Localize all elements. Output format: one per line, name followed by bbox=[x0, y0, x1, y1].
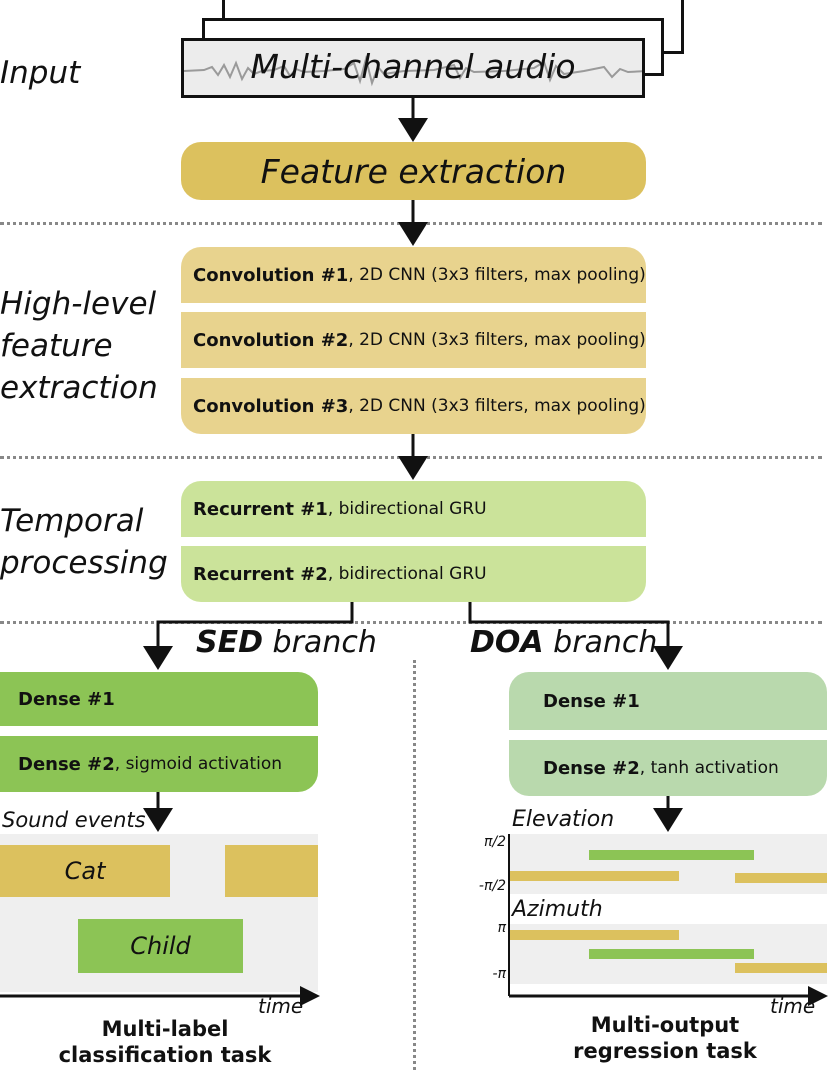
event-child-label: Child bbox=[130, 932, 191, 960]
stage-label-input: Input bbox=[0, 55, 81, 91]
arrow-doa-dense-to-plot bbox=[653, 796, 683, 832]
event-child-bar: Child bbox=[78, 919, 243, 973]
sed-branch-rest: branch bbox=[263, 625, 377, 660]
elevation-track-yellow-2 bbox=[735, 873, 827, 883]
recurrent-1-title: Recurrent #1 bbox=[193, 498, 328, 520]
stage-label-temporal: Temporal processing bbox=[0, 500, 168, 584]
recurrent-1-desc: , bidirectional GRU bbox=[327, 499, 487, 519]
doa-dense-1: Dense #1 bbox=[509, 672, 827, 730]
event-cat-label: Cat bbox=[64, 857, 106, 885]
elevation-label: Elevation bbox=[512, 807, 615, 832]
sed-dense-2-desc: , sigmoid activation bbox=[114, 754, 283, 774]
sed-task-label: Multi-label classification task bbox=[20, 1016, 310, 1068]
recurrent-2-desc: , bidirectional GRU bbox=[327, 564, 487, 584]
conv-2-desc: , 2D CNN (3x3 filters, max pooling) bbox=[348, 330, 646, 350]
elevation-plot-area bbox=[509, 834, 827, 894]
stage-label-line: feature bbox=[0, 328, 113, 364]
sed-dense-2: Dense #2, sigmoid activation bbox=[0, 736, 318, 792]
conv-block-3: Convolution #3, 2D CNN (3x3 filters, max… bbox=[181, 378, 646, 434]
waveform-icon bbox=[184, 55, 642, 87]
recurrent-2-title: Recurrent #2 bbox=[193, 563, 328, 585]
event-cat-bar-2 bbox=[225, 845, 318, 897]
recurrent-block-2: Recurrent #2, bidirectional GRU bbox=[181, 546, 646, 602]
conv-3-desc: , 2D CNN (3x3 filters, max pooling) bbox=[348, 396, 646, 416]
sed-task-line: classification task bbox=[58, 1043, 272, 1067]
arrow-audio-to-feature bbox=[398, 98, 428, 142]
sed-dense-1-title: Dense #1 bbox=[18, 688, 115, 710]
azimuth-tick-top: π bbox=[497, 920, 506, 936]
sed-time-label: time bbox=[258, 994, 304, 1018]
event-cat-bar: Cat bbox=[0, 845, 170, 897]
conv-block-2: Convolution #2, 2D CNN (3x3 filters, max… bbox=[181, 312, 646, 368]
stage-label-line: High-level bbox=[0, 286, 157, 322]
conv-3-title: Convolution #3 bbox=[193, 395, 349, 417]
sed-dense-1: Dense #1 bbox=[0, 672, 318, 726]
elevation-track-green bbox=[589, 850, 754, 860]
sound-events-label: Sound events bbox=[2, 808, 146, 832]
elevation-tick-bottom: -π/2 bbox=[478, 878, 506, 894]
feature-extraction-label: Feature extraction bbox=[260, 151, 567, 191]
elevation-track-yellow-1 bbox=[509, 871, 679, 881]
conv-1-desc: , 2D CNN (3x3 filters, max pooling) bbox=[348, 265, 646, 285]
doa-branch-bold: DOA bbox=[470, 625, 544, 660]
conv-block-1: Convolution #1, 2D CNN (3x3 filters, max… bbox=[181, 247, 646, 303]
doa-branch-title: DOA branch bbox=[470, 625, 657, 660]
doa-dense-2-title: Dense #2 bbox=[543, 757, 640, 779]
doa-task-line: Multi-output bbox=[590, 1013, 740, 1037]
sed-dense-2-title: Dense #2 bbox=[18, 753, 115, 775]
sed-task-line: Multi-label bbox=[101, 1017, 229, 1041]
conv-1-title: Convolution #1 bbox=[193, 264, 349, 286]
azimuth-label: Azimuth bbox=[512, 897, 603, 922]
separator-1 bbox=[0, 222, 822, 225]
separator-2 bbox=[0, 456, 822, 459]
stage-label-high-level: High-level feature extraction bbox=[0, 283, 158, 409]
doa-branch-rest: branch bbox=[543, 625, 658, 660]
azimuth-tick-bottom: -π bbox=[492, 966, 506, 982]
stage-label-line: extraction bbox=[0, 370, 158, 406]
branch-divider bbox=[413, 660, 416, 1070]
azimuth-track-green bbox=[589, 949, 754, 959]
sed-branch-title: SED branch bbox=[196, 625, 377, 660]
elevation-tick-top: π/2 bbox=[483, 834, 506, 850]
separator-3 bbox=[0, 621, 822, 624]
arrow-sed-dense-to-plot bbox=[143, 792, 173, 832]
doa-dense-2-desc: , tanh activation bbox=[639, 758, 779, 778]
conv-2-title: Convolution #2 bbox=[193, 329, 349, 351]
doa-dense-2: Dense #2, tanh activation bbox=[509, 740, 827, 796]
azimuth-track-yellow-1 bbox=[509, 930, 679, 940]
feature-extraction-box: Feature extraction bbox=[181, 142, 646, 200]
doa-task-line: regression task bbox=[573, 1039, 757, 1063]
doa-task-label: Multi-output regression task bbox=[520, 1012, 810, 1064]
stage-label-line: Temporal bbox=[0, 503, 144, 539]
stage-label-line: processing bbox=[0, 545, 168, 581]
audio-title: Multi-channel audio bbox=[250, 47, 576, 86]
doa-dense-1-title: Dense #1 bbox=[543, 690, 640, 712]
recurrent-block-1: Recurrent #1, bidirectional GRU bbox=[181, 481, 646, 537]
doa-time-label: time bbox=[770, 994, 816, 1018]
azimuth-track-yellow-2 bbox=[735, 963, 827, 973]
sed-branch-bold: SED bbox=[196, 625, 264, 660]
audio-channel-front: Multi-channel audio bbox=[181, 38, 645, 98]
